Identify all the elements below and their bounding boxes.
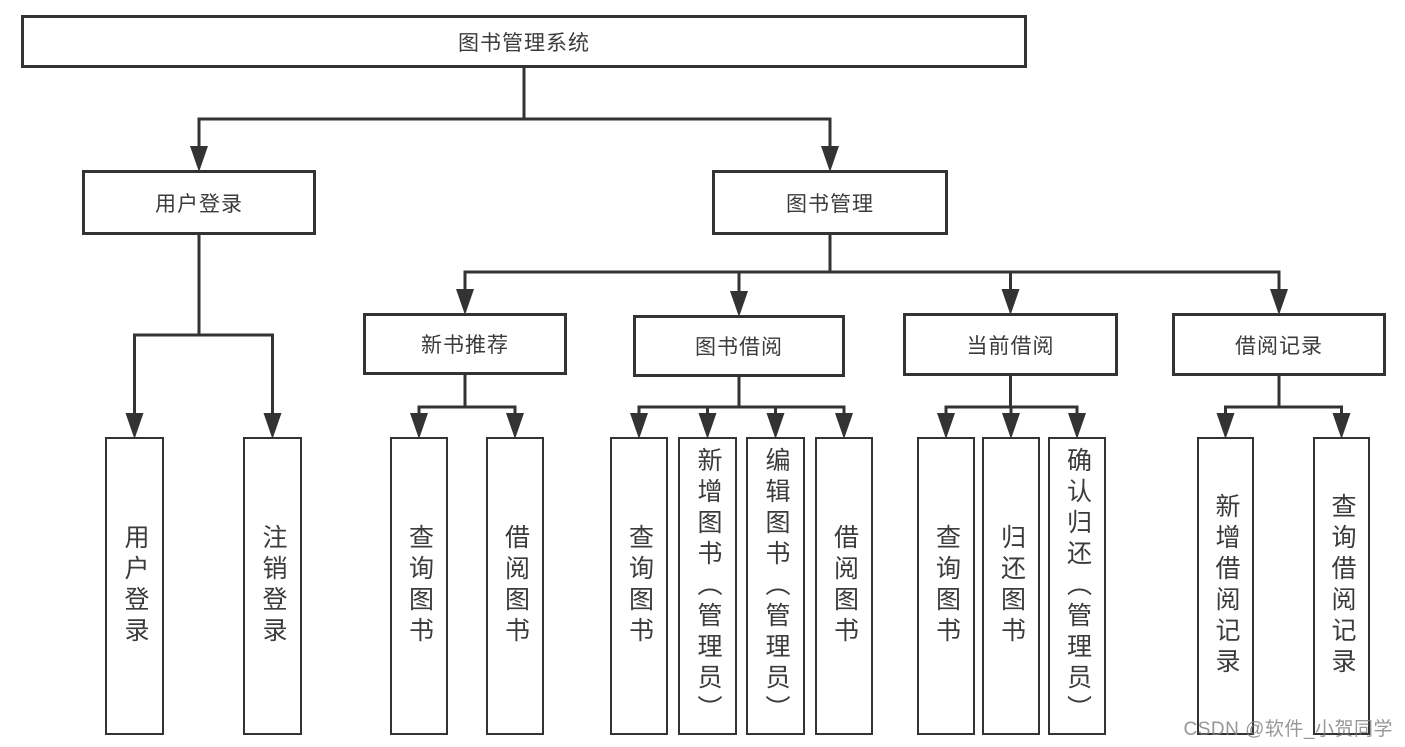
arrowhead-cb-confirm-return-admin [1068, 413, 1086, 439]
arrowhead-user-login-action [125, 413, 144, 439]
arrowhead-cb-return-books [1002, 413, 1020, 439]
node-borrowing-records-label: 借阅记录 [1235, 334, 1323, 358]
node-new-book-recommend: 新书推荐 [363, 313, 567, 375]
node-user-login-label: 用户登录 [155, 192, 243, 216]
arrowhead-cb-query-books [937, 413, 955, 439]
arrowhead-br-add-record [1216, 413, 1235, 439]
arrowhead-book-borrowing [730, 291, 748, 317]
arrowhead-bb-add-books-admin [698, 413, 717, 439]
node-book-borrowing: 图书借阅 [633, 315, 845, 377]
node-book-borrowing-label: 图书借阅 [695, 336, 783, 359]
node-br-query-record-label: 查询借阅记录 [1328, 493, 1356, 679]
node-user-login: 用户登录 [82, 170, 316, 235]
node-bb-edit-books-admin: 编辑图书（管理员） [746, 437, 805, 735]
node-user-login-action-label: 用户登录 [121, 524, 149, 648]
node-br-query-record: 查询借阅记录 [1313, 437, 1370, 735]
node-cb-return-books: 归还图书 [982, 437, 1040, 735]
node-br-add-record: 新增借阅记录 [1197, 437, 1254, 735]
arrowhead-book-management [821, 146, 839, 172]
node-cb-confirm-return-admin-label: 确认归还（管理员） [1063, 446, 1092, 726]
watermark-text: CSDN @软件_小贺同学 [1183, 719, 1393, 740]
node-library-system-label: 图书管理系统 [458, 31, 590, 55]
arrowhead-new-book-recommend [456, 289, 474, 315]
node-br-add-record-label: 新增借阅记录 [1212, 493, 1240, 679]
arrowhead-logout-action [263, 413, 282, 439]
arrowhead-bb-borrow-books [835, 413, 853, 439]
node-nb-query-books-label: 查询图书 [405, 524, 434, 648]
node-user-login-action: 用户登录 [105, 437, 164, 735]
node-bb-borrow-books-label: 借阅图书 [830, 524, 859, 648]
node-library-system: 图书管理系统 [21, 15, 1027, 68]
node-nb-query-books: 查询图书 [390, 437, 448, 735]
node-bb-query-books-label: 查询图书 [625, 524, 654, 648]
arrowhead-borrowing-records [1270, 289, 1288, 315]
node-cb-query-books: 查询图书 [917, 437, 975, 735]
node-cb-return-books-label: 归还图书 [997, 524, 1026, 648]
node-book-management-label: 图书管理 [786, 192, 874, 216]
node-current-borrowing: 当前借阅 [903, 313, 1118, 376]
node-nb-borrow-books-label: 借阅图书 [501, 524, 530, 648]
node-logout-action: 注销登录 [243, 437, 302, 735]
node-nb-borrow-books: 借阅图书 [486, 437, 544, 735]
node-new-book-recommend-label: 新书推荐 [421, 334, 509, 357]
arrowhead-current-borrowing [1001, 289, 1020, 315]
node-bb-query-books: 查询图书 [610, 437, 668, 735]
arrowhead-br-query-record [1332, 413, 1351, 439]
node-bb-add-books-admin: 新增图书（管理员） [678, 437, 737, 735]
node-cb-confirm-return-admin: 确认归还（管理员） [1048, 437, 1106, 735]
arrowhead-user-login [190, 146, 208, 172]
node-cb-query-books-label: 查询图书 [932, 524, 961, 648]
arrowhead-bb-edit-books-admin [766, 413, 785, 439]
node-current-borrowing-label: 当前借阅 [966, 334, 1055, 358]
node-bb-add-books-admin-label: 新增图书（管理员） [694, 446, 722, 726]
node-logout-action-label: 注销登录 [259, 524, 287, 648]
arrowhead-nb-query-books [410, 413, 428, 439]
node-bb-edit-books-admin-label: 编辑图书（管理员） [762, 446, 790, 726]
node-bb-borrow-books: 借阅图书 [815, 437, 873, 735]
arrowhead-bb-query-books [630, 413, 648, 439]
arrowhead-nb-borrow-books [506, 413, 524, 439]
node-borrowing-records: 借阅记录 [1172, 313, 1386, 376]
node-book-management: 图书管理 [712, 170, 948, 235]
